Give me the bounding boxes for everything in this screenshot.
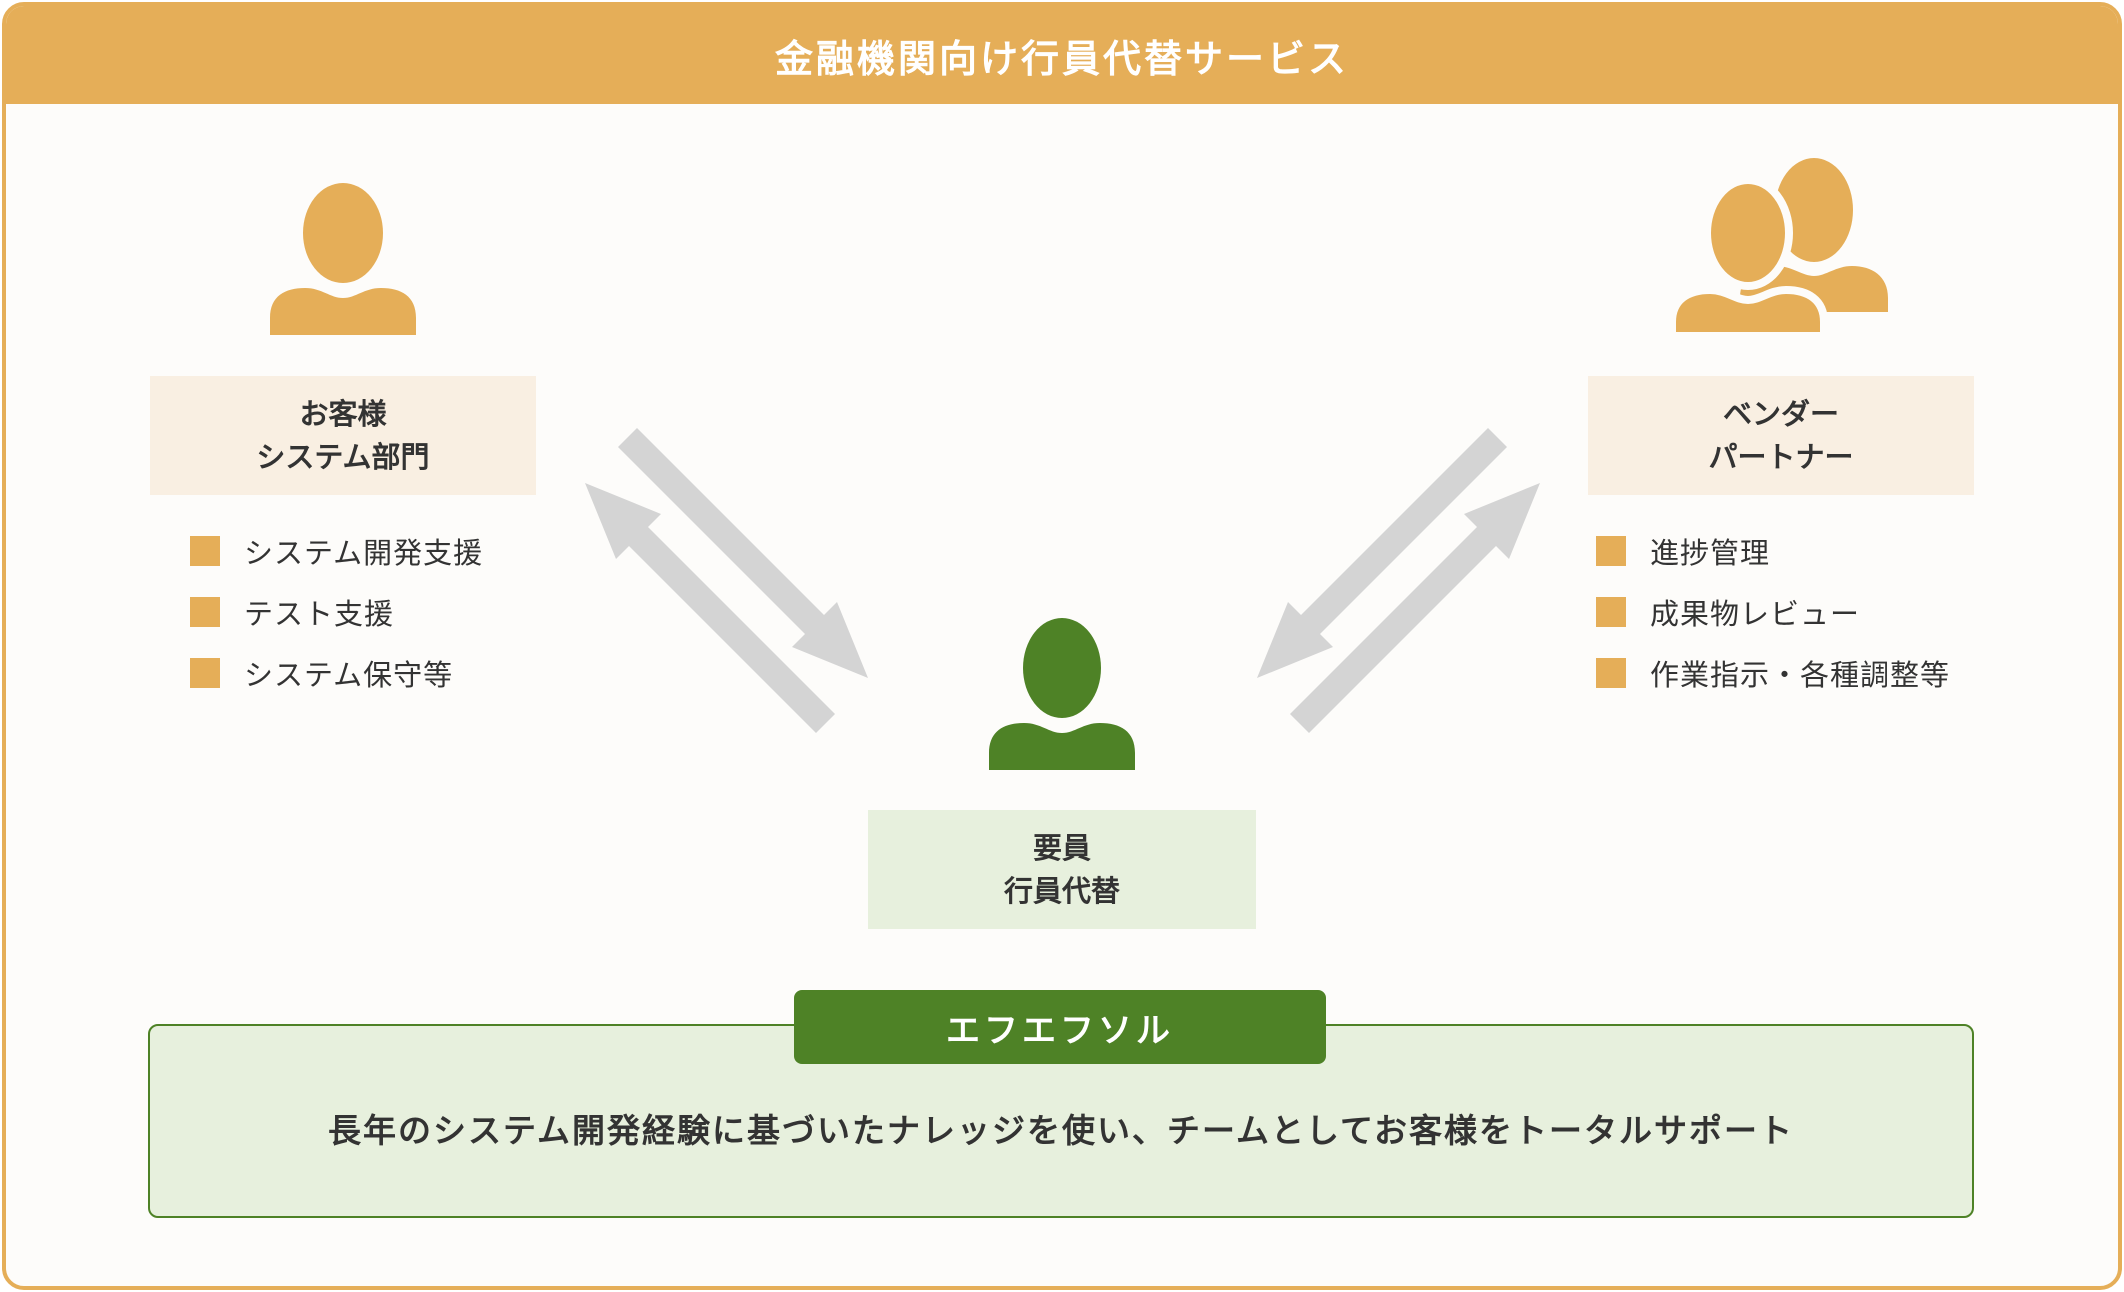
staff-person-icon <box>989 618 1135 770</box>
staff-role-box: 要員 行員代替 <box>868 810 1256 929</box>
arrow-vendor-to-staff <box>1257 428 1507 678</box>
title-bar: 金融機関向け行員代替サービス <box>6 6 2118 104</box>
customer-label-line2: システム部門 <box>256 439 430 474</box>
vendor-label-line2: パートナー <box>1708 439 1854 474</box>
vendor-task-list: 進捗管理 成果物レビュー 作業指示・各種調整等 <box>1596 520 1950 703</box>
bullet-square-icon <box>1596 535 1626 566</box>
bullet-square-icon <box>1596 657 1626 688</box>
arrow-staff-to-vendor <box>1290 483 1540 733</box>
customer-label-line1: お客様 <box>299 396 387 431</box>
staff-label-line2: 行員代替 <box>1003 873 1120 908</box>
vendor-role-box: ベンダー パートナー <box>1588 376 1974 495</box>
list-item: 作業指示・各種調整等 <box>1596 642 1950 703</box>
customer-person-icon <box>270 183 416 335</box>
staff-label-line1: 要員 <box>1032 830 1091 865</box>
team-name: エフエフソル <box>946 1010 1174 1051</box>
list-item: システム開発支援 <box>190 520 483 581</box>
bullet-square-icon <box>1596 596 1626 627</box>
bullet-square-icon <box>190 596 220 627</box>
list-item: テスト支援 <box>190 581 483 642</box>
customer-task-list: システム開発支援 テスト支援 システム保守等 <box>190 520 483 703</box>
bullet-square-icon <box>190 657 220 688</box>
team-name-tag: エフエフソル <box>794 990 1326 1064</box>
team-description: 長年のシステム開発経験に基づいたナレッジを使い、チームとしてお客様をトータルサポ… <box>327 1111 1795 1150</box>
vendor-label-line1: ベンダー <box>1722 396 1839 431</box>
arrow-customer-to-staff <box>618 428 868 678</box>
diagram-title: 金融機関向け行員代替サービス <box>774 36 1349 81</box>
list-item: システム保守等 <box>190 642 483 703</box>
vendor-people-group-icon <box>1668 158 1888 340</box>
list-item: 成果物レビュー <box>1596 581 1950 642</box>
customer-role-box: お客様 システム部門 <box>150 376 536 495</box>
arrow-staff-to-customer <box>585 483 835 733</box>
list-item: 進捗管理 <box>1596 520 1950 581</box>
bullet-square-icon <box>190 535 220 566</box>
